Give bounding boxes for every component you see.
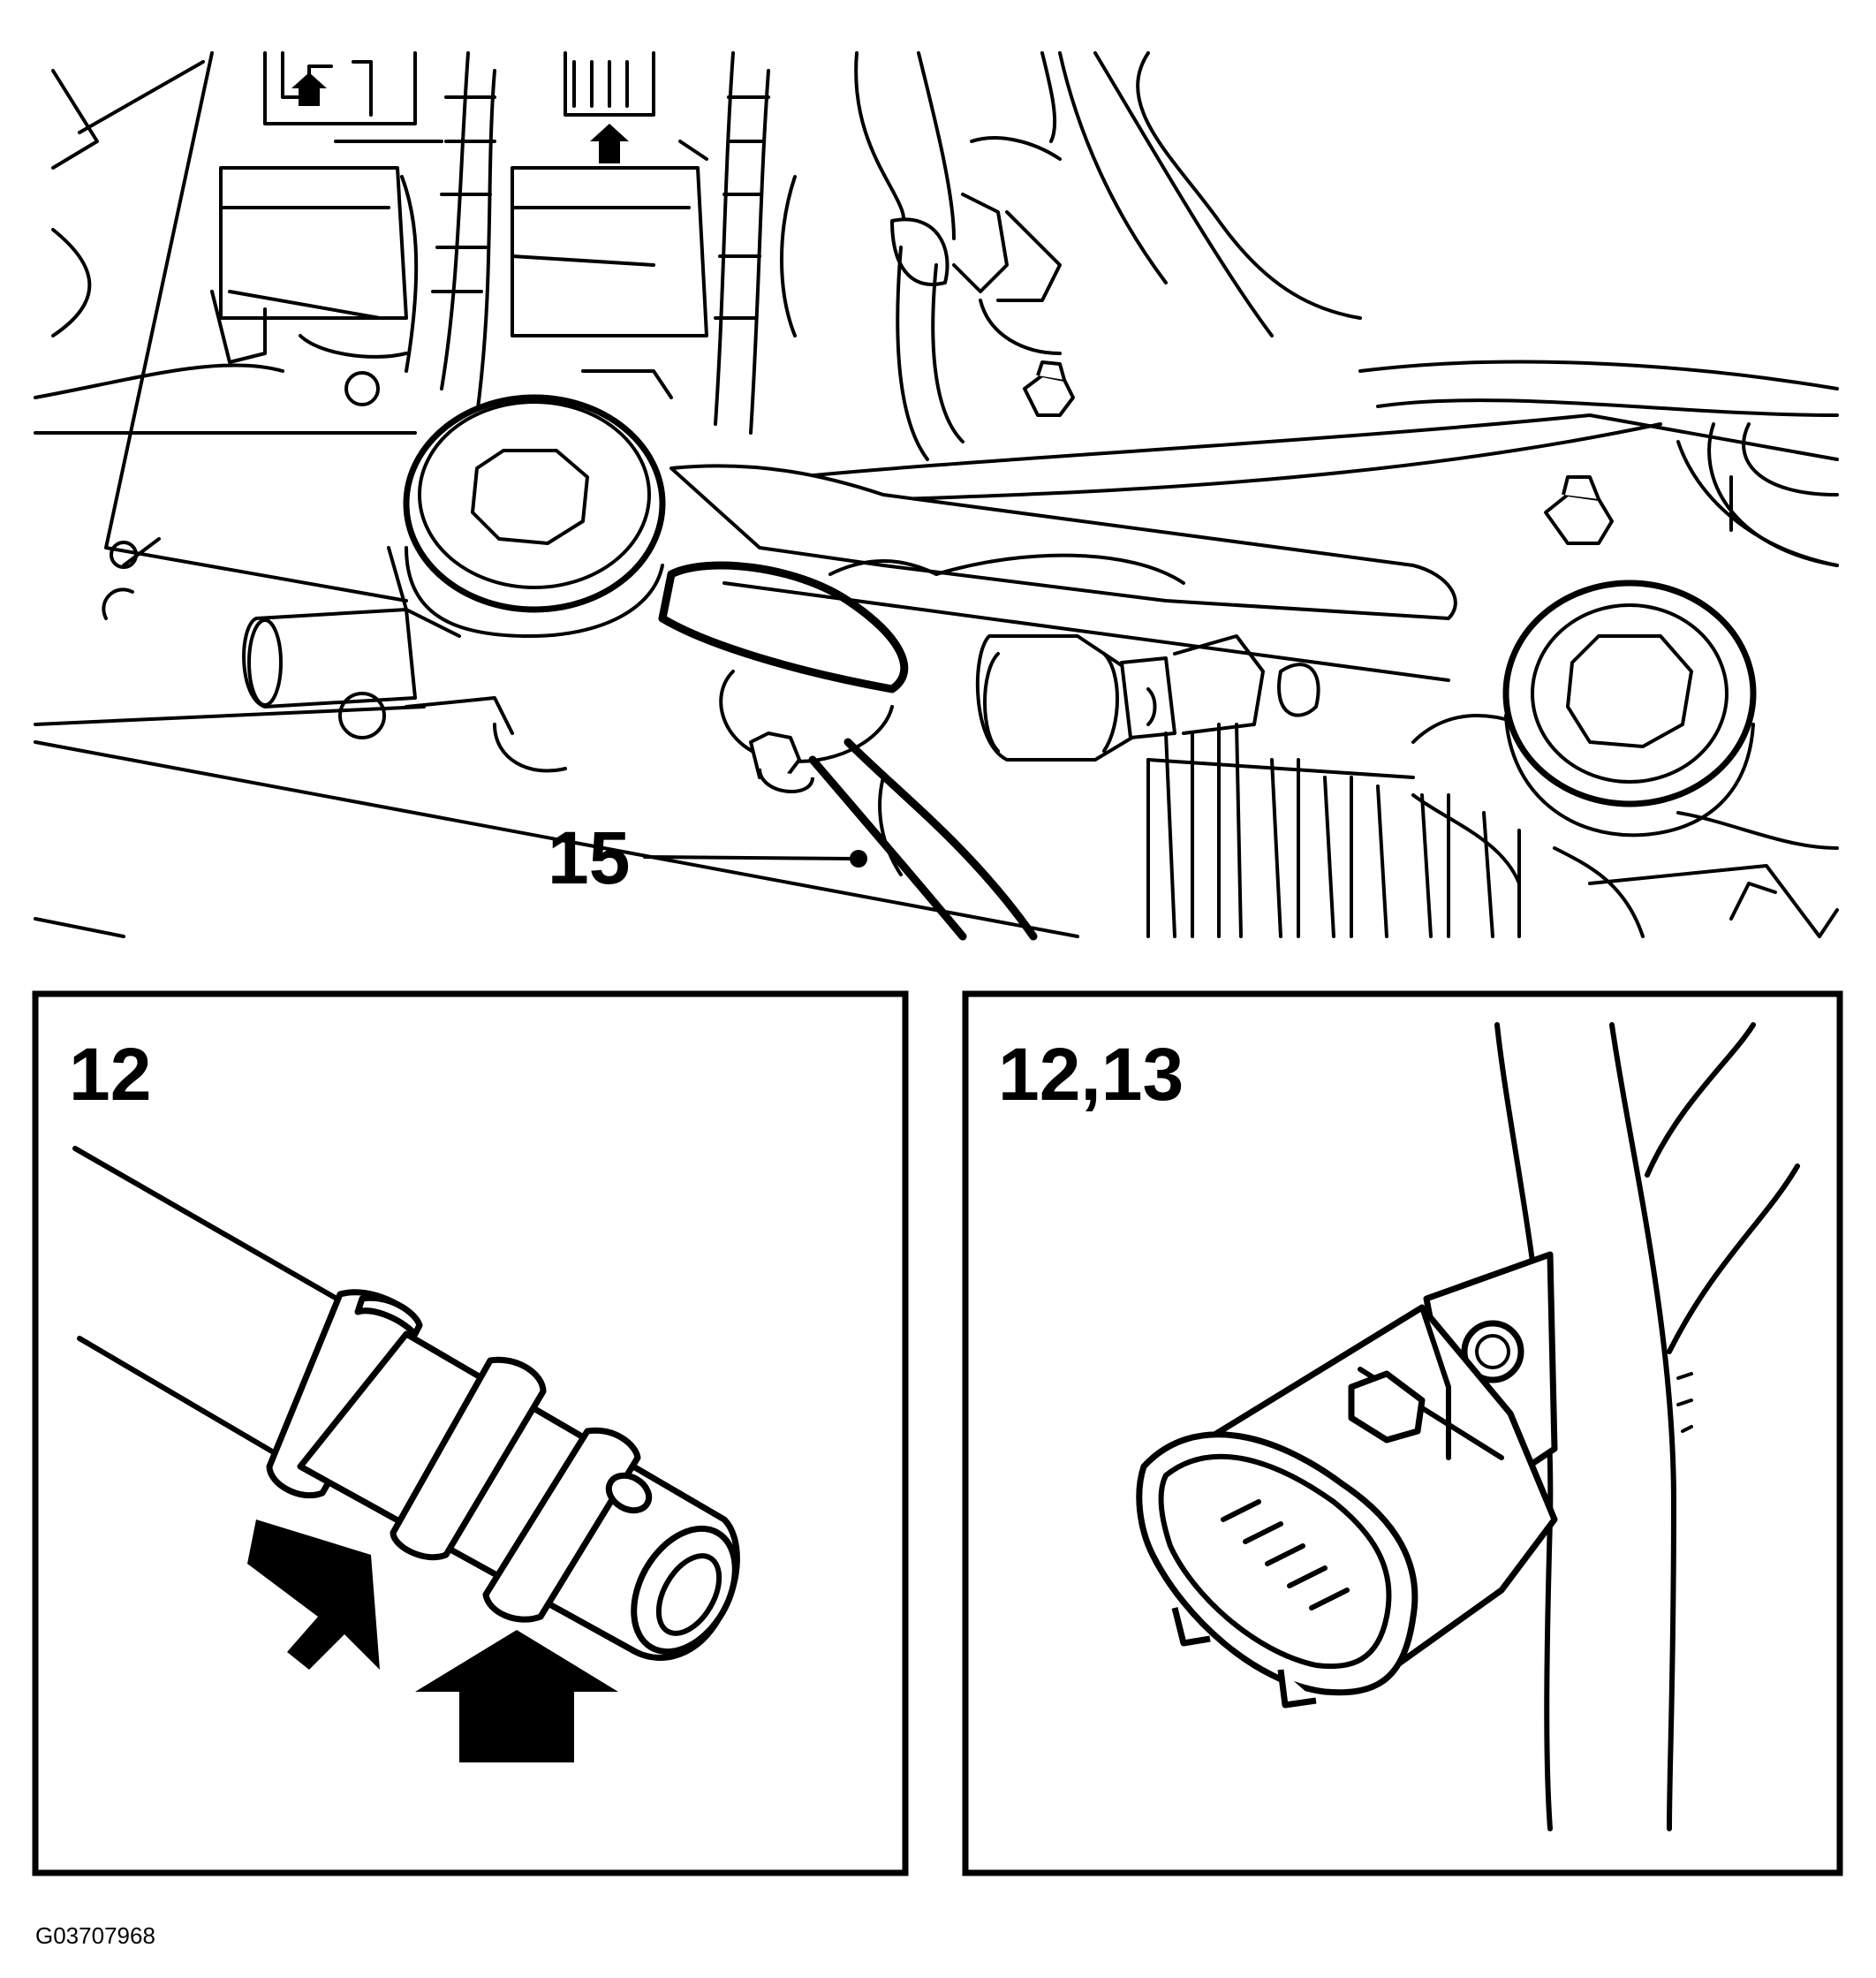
inset-12-13-label: 12,13	[998, 1033, 1184, 1116]
inset-12: 12	[32, 990, 909, 1876]
arrow-up-icon	[415, 1630, 618, 1762]
inset-12-label: 12	[69, 1033, 151, 1116]
main-view: 15	[34, 51, 1839, 941]
arrow-left-icon	[247, 1519, 380, 1670]
inset-12-13: 12,13	[962, 990, 1843, 1876]
figure-id: G03707968	[35, 1922, 155, 1949]
callout-15: 15	[548, 816, 630, 899]
